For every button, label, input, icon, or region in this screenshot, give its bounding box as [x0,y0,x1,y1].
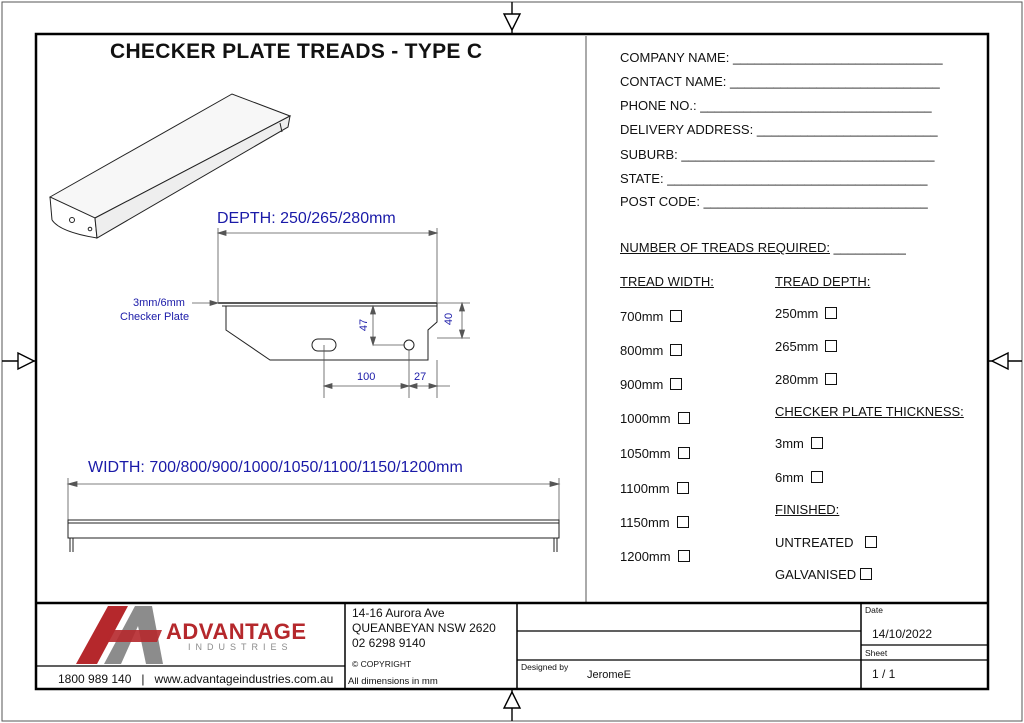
address-line-3: 02 6298 9140 [352,636,426,650]
checkbox-900[interactable] [670,378,683,390]
form-field-postcode[interactable]: POST CODE: _____________________________… [620,194,928,209]
front-elevation [67,519,560,552]
checkbox-1150[interactable] [676,516,689,528]
depth-option-250[interactable]: 250mm [775,306,838,321]
bottom-center-marker [502,689,522,721]
sheet-value: 1 / 1 [872,667,896,681]
depth-option-280[interactable]: 280mm [775,372,838,387]
date-value: 14/10/2022 [872,627,933,641]
plate-label-1: 3mm/6mm [133,297,185,309]
form-field-phone[interactable]: PHONE NO.: _____________________________… [620,98,932,113]
finish-option-galvanised[interactable]: GALVANISED [775,567,873,582]
width-option-900[interactable]: 900mm [620,377,683,392]
checkbox-265[interactable] [825,340,838,352]
width-option-1050[interactable]: 1050mm [620,446,690,461]
left-center-marker [2,351,36,371]
finish-heading: FINISHED: [775,502,840,517]
copyright-note: © COPYRIGHT [352,659,412,669]
treads-required-field[interactable]: NUMBER OF TREADS REQUIRED: __________ [620,240,906,255]
checkbox-1000[interactable] [677,412,690,424]
width-option-800[interactable]: 800mm [620,343,683,358]
side-profile [218,302,438,361]
checkbox-700[interactable] [670,310,683,322]
form-field-delivery-address[interactable]: DELIVERY ADDRESS: ______________________… [620,122,938,137]
width-option-700[interactable]: 700mm [620,309,683,324]
form-field-company[interactable]: COMPANY NAME: __________________________… [620,50,943,65]
width-option-1200[interactable]: 1200mm [620,549,690,564]
tread-depth-heading: TREAD DEPTH: [775,274,871,289]
plate-label-2: Checker Plate [120,311,190,323]
width-option-1100[interactable]: 1100mm [620,481,689,496]
dim-47-label: 47 [358,318,371,332]
checkbox-250[interactable] [825,307,838,319]
logo-mark [76,606,163,664]
dimension-lines [66,228,561,520]
checkbox-280[interactable] [825,373,838,385]
checkbox-800[interactable] [670,344,683,356]
form-field-contact[interactable]: CONTACT NAME: __________________________… [620,74,940,89]
checkbox-3mm[interactable] [810,437,823,449]
form-field-state[interactable]: STATE: _________________________________… [620,171,928,186]
right-center-marker [988,351,1022,371]
width-label: WIDTH: 700/800/900/1000/1050/1100/1150/1… [88,459,463,476]
dimensions-note: All dimensions in mm [348,676,438,687]
contact-line: 1800 989 140 | www.advantageindustries.c… [58,672,334,686]
form-field-suburb[interactable]: SUBURB: ________________________________… [620,147,935,162]
logo-name: ADVANTAGE [166,619,307,644]
address-line-2: QUEANBEYAN NSW 2620 [352,621,496,635]
dim-100-label: 100 [357,371,376,383]
thickness-option-6mm[interactable]: 6mm [775,470,823,485]
depth-option-265[interactable]: 265mm [775,339,838,354]
logo-subtitle: INDUSTRIES [188,642,293,652]
checkbox-6mm[interactable] [810,471,823,483]
checkbox-untreated[interactable] [865,536,878,548]
dim-27-label: 27 [414,371,427,383]
checkbox-1200[interactable] [677,550,690,562]
designer-name: JeromeE [587,669,632,681]
tread-width-heading: TREAD WIDTH: [620,274,714,289]
top-center-marker [502,2,522,34]
checkbox-galvanised[interactable] [860,568,873,580]
sheet-label: Sheet [865,648,888,658]
designed-by-label: Designed by [521,662,569,672]
dim-40-label: 40 [443,312,456,326]
thickness-option-3mm[interactable]: 3mm [775,436,823,451]
drawing-title: CHECKER PLATE TREADS - TYPE C [110,40,483,63]
finish-option-untreated[interactable]: UNTREATED [775,535,878,550]
checkbox-1100[interactable] [676,482,689,494]
width-option-1150[interactable]: 1150mm [620,515,689,530]
isometric-tread [48,93,292,239]
checkbox-1050[interactable] [677,447,690,459]
depth-label: DEPTH: 250/265/280mm [217,210,396,227]
address-line-1: 14-16 Aurora Ave [352,606,445,620]
width-option-1000[interactable]: 1000mm [620,411,690,426]
date-label: Date [865,605,883,615]
thickness-heading: CHECKER PLATE THICKNESS: [775,404,964,419]
